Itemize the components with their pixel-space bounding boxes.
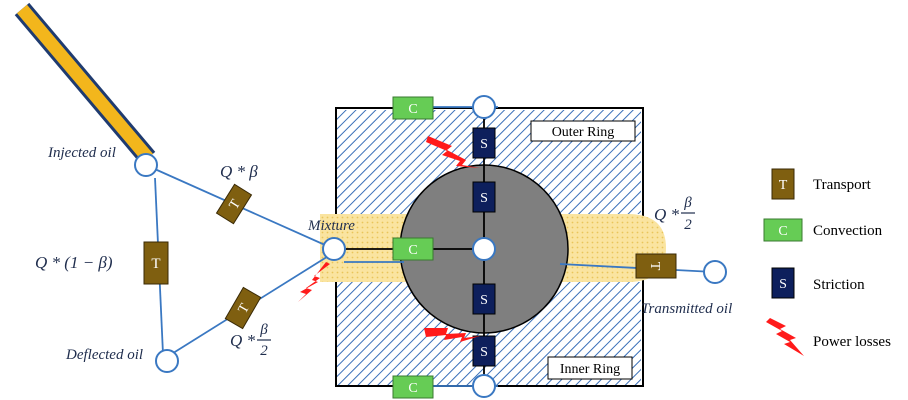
svg-text:2: 2 [684, 217, 692, 233]
q-beta-label: Q * β [220, 162, 258, 181]
transport-block-deflected-beta-half: T [224, 286, 262, 330]
convection-block-inner: C [392, 375, 434, 399]
power-loss-icon [424, 328, 480, 342]
striction-label: S [480, 345, 488, 360]
striction-label: S [480, 191, 488, 206]
node-inner-ring [472, 374, 496, 398]
svg-text:Transport: Transport [813, 177, 872, 193]
mixture-label: Mixture [307, 218, 355, 234]
node-ball-center [472, 237, 496, 261]
svg-text:T: T [779, 178, 788, 193]
svg-text:Inner Ring: Inner Ring [560, 362, 620, 377]
striction-label: S [480, 293, 488, 308]
striction-label: S [480, 137, 488, 152]
power-loss-bolts [298, 136, 480, 342]
legend-convection: C Convection [763, 218, 883, 242]
transport-block-transmitted: T [635, 253, 677, 279]
transport-label: T [647, 262, 662, 271]
injection-pipe [14, 2, 156, 165]
q-beta-half-deflected-label: Q * β 2 [230, 322, 271, 359]
node-injected [134, 153, 158, 177]
svg-text:Q *: Q * [654, 205, 680, 224]
node-deflected [155, 349, 179, 373]
svg-text:Outer Ring: Outer Ring [552, 125, 615, 140]
svg-text:C: C [778, 224, 787, 239]
legend: T Transport C Convection S Striction Pow… [763, 168, 891, 356]
svg-text:β: β [259, 322, 268, 338]
power-loss-icon [298, 262, 330, 302]
q-one-minus-beta-label: Q * (1 − β) [35, 253, 113, 272]
node-outer-ring [472, 95, 496, 119]
convection-label: C [408, 381, 417, 396]
svg-text:Q *: Q * [230, 331, 256, 350]
node-transmitted [703, 260, 727, 284]
power-loss-icon [426, 136, 480, 168]
q-beta-half-transmitted-label: Q * β 2 [654, 195, 695, 233]
power-loss-icon [766, 318, 804, 356]
outer-ring-label: Outer Ring [530, 120, 636, 142]
convection-block-mixture: C [392, 237, 434, 261]
node-mixture [322, 237, 346, 261]
nodes [134, 95, 727, 398]
convection-label: C [408, 102, 417, 117]
transmitted-oil-label: Transmitted oil [641, 301, 732, 317]
legend-striction: S Striction [771, 267, 865, 299]
convection-label: C [408, 243, 417, 258]
legend-power-losses: Power losses [766, 318, 891, 356]
svg-text:S: S [779, 277, 787, 292]
transport-block-beta: T [215, 183, 253, 225]
inner-ring-label: Inner Ring [547, 356, 633, 380]
svg-text:Striction: Striction [813, 277, 865, 293]
svg-text:Power losses: Power losses [813, 334, 891, 350]
svg-text:2: 2 [260, 343, 268, 359]
svg-text:Convection: Convection [813, 223, 883, 239]
transport-label: T [151, 256, 160, 272]
transport-block-one-minus-beta: T [143, 241, 169, 285]
deflected-oil-label: Deflected oil [65, 347, 143, 363]
injected-oil-label: Injected oil [47, 145, 116, 161]
convection-block-outer: C [392, 96, 434, 120]
striction-blocks: S S S S [472, 127, 496, 367]
legend-transport: T Transport [771, 168, 872, 200]
svg-text:β: β [683, 195, 692, 211]
